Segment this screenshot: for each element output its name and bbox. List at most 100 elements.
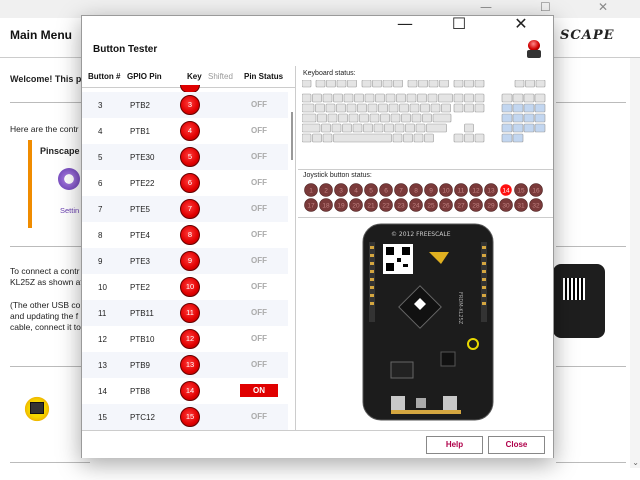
joystick-button-number: 23: [397, 203, 405, 210]
pin-status: ON: [240, 384, 278, 397]
table-scrollbar[interactable]: [288, 88, 295, 430]
keyboard-key: [315, 80, 326, 88]
table-scroll-thumb[interactable]: [291, 112, 293, 160]
button-number: 11: [98, 309, 107, 318]
joystick-button-number: 7: [399, 188, 403, 195]
column-header-status: Pin Status: [244, 72, 284, 81]
keyboard-key: [501, 113, 513, 123]
keyboard-key: [393, 80, 403, 88]
keyboard-key: [378, 103, 388, 113]
pin-status: OFF: [251, 126, 267, 135]
keyboard-key: [426, 123, 447, 133]
pinscape-section-label: Pinscape: [40, 146, 80, 156]
keyboard-key: [512, 123, 524, 133]
divider: [10, 246, 90, 247]
joystick-button-indicator: [514, 198, 528, 212]
joystick-button-indicator: [484, 198, 498, 212]
joystick-button-indicator: [424, 198, 438, 212]
keyboard-key: [343, 93, 354, 103]
close-button[interactable]: Close: [488, 436, 545, 454]
keyboard-key: [439, 80, 449, 88]
gpio-pin: PTC12: [130, 413, 155, 422]
gpio-pin: PTB10: [130, 335, 155, 344]
pinscape-logo: SCAPE: [560, 28, 615, 43]
gpio-pin: PTB1: [130, 127, 151, 136]
chip-body: [30, 402, 44, 414]
joystick-button-number: 2: [324, 188, 328, 195]
joystick-button-indicator: [469, 198, 483, 212]
divider: [556, 102, 626, 103]
keyboard-key: [464, 80, 474, 88]
dialog-minimize-button[interactable]: —: [397, 14, 413, 33]
keyboard-key: [441, 103, 451, 113]
keyboard-key: [501, 103, 513, 113]
joystick-button-number: 20: [352, 203, 360, 210]
joystick-button-number: 11: [458, 188, 465, 195]
main-minimize-button[interactable]: —: [480, 0, 492, 14]
dialog-close-button[interactable]: ✕: [514, 14, 528, 33]
keyboard-key: [432, 113, 452, 123]
joystick-button-number: 1: [309, 188, 313, 195]
key-indicator: 11: [180, 303, 200, 323]
joystick-button-indicator: [529, 198, 543, 212]
main-maximize-button[interactable]: ☐: [540, 0, 551, 14]
joystick-button-indicator: [349, 198, 363, 212]
keyboard-key: [338, 113, 348, 123]
gpio-pin: PTB9: [130, 361, 151, 370]
keyboard-key: [385, 93, 396, 103]
keyboard-key: [512, 133, 524, 143]
main-close-button[interactable]: ✕: [598, 0, 609, 14]
help-button[interactable]: Help: [426, 436, 483, 454]
connect-text: KL25Z as shown at: [10, 277, 83, 287]
column-header-button: Button #: [88, 72, 121, 81]
keyboard-key: [474, 80, 485, 88]
button-number: 4: [98, 127, 103, 136]
board-copyright-text: © 2012 FREESCALE: [391, 231, 451, 238]
dialog-maximize-button[interactable]: ☐: [451, 14, 467, 33]
settings-link[interactable]: Settin: [60, 206, 80, 215]
welcome-text: Welcome! This pr: [10, 74, 85, 84]
joystick-button-number: 22: [382, 203, 390, 210]
keyboard-key: [367, 103, 378, 113]
key-indicator: 15: [180, 407, 200, 427]
joystick-button-number: 6: [384, 188, 388, 195]
key-indicator: 12: [180, 329, 200, 349]
joystick-button-number: 9: [429, 188, 433, 195]
keyboard-key: [388, 103, 399, 113]
keyboard-key: [342, 123, 352, 133]
keyboard-key: [407, 80, 418, 88]
divider: [556, 246, 626, 247]
scroll-down-arrow-icon[interactable]: ⌄: [632, 458, 639, 467]
joystick-button-number: 5: [369, 188, 373, 195]
button-number: 13: [98, 361, 107, 370]
keyboard-key: [321, 123, 331, 133]
joystick-button-number: 30: [502, 203, 510, 210]
pin-status: OFF: [251, 152, 267, 161]
keyboard-key: [336, 80, 347, 88]
dialog-button-bar: Help Close: [82, 430, 553, 458]
keyboard-key: [333, 93, 343, 103]
kl25z-board-image: [553, 264, 605, 338]
joystick-button-number: 4: [354, 188, 358, 195]
dialog-title: Button Tester: [93, 44, 158, 55]
joystick-button-indicator: [469, 183, 483, 197]
keyboard-key: [403, 133, 413, 143]
joystick-button-indicator: [454, 198, 468, 212]
keyboard-key: [375, 93, 385, 103]
board-image-panel: © 2012 FREESCALE FRDM-KL25Z: [298, 218, 553, 430]
key-indicator: 8: [180, 225, 200, 245]
main-scrollbar[interactable]: [630, 58, 640, 468]
joystick-button-indicator: [379, 183, 393, 197]
joystick-button-number: 19: [337, 203, 345, 210]
joystick-button-indicator: [349, 183, 363, 197]
settings-gear-icon[interactable]: [58, 168, 80, 190]
keyboard-key: [347, 80, 357, 88]
joystick-button-number: 28: [472, 203, 480, 210]
